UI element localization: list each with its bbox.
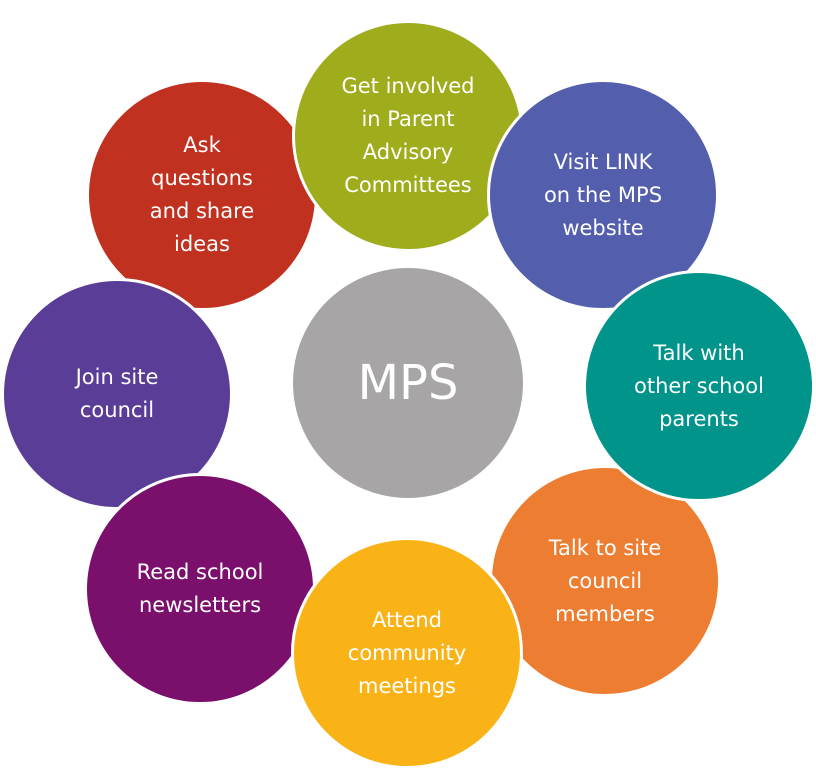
node-visit-link-website: Visit LINK on the MPS website	[487, 79, 719, 311]
node-talk-with-other-parents: Talk with other school parents	[583, 270, 815, 502]
node-attend-community-meetings: Attend community meetings	[291, 537, 523, 769]
node-join-site-council: Join site council	[1, 278, 233, 510]
center-node-mps: MPS	[293, 268, 523, 498]
node-get-involved-parent-advisory: Get involved in Parent Advisory Committe…	[292, 20, 524, 252]
node-talk-to-site-council-members-label: Talk to site council members	[548, 535, 662, 626]
node-join-site-council-label: Join site council	[75, 365, 159, 422]
node-ask-questions: Ask questions and share ideas	[86, 79, 318, 311]
center-node-mps-label: MPS	[357, 355, 459, 411]
node-visit-link-website-label: Visit LINK on the MPS website	[543, 149, 663, 240]
node-ask-questions-label: Ask questions and share ideas	[149, 133, 255, 256]
node-get-involved-parent-advisory-label: Get involved in Parent Advisory Committe…	[341, 74, 475, 197]
node-read-school-newsletters: Read school newsletters	[84, 473, 316, 705]
node-attend-community-meetings-label: Attend community meetings	[347, 607, 467, 698]
node-read-school-newsletters-label: Read school newsletters	[136, 560, 264, 617]
node-talk-with-other-parents-label: Talk with other school parents	[634, 340, 764, 431]
